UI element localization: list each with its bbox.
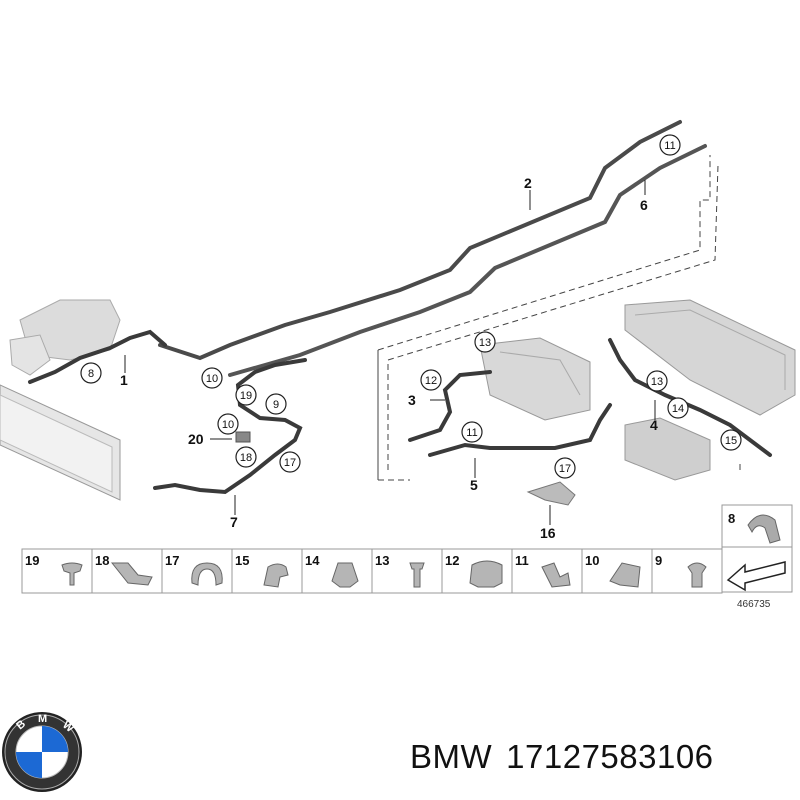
legend-cell-number: 14 xyxy=(305,553,320,568)
callout-17-a: 17 xyxy=(284,457,296,469)
legend-cell: 15 xyxy=(231,548,303,594)
legend-box-8: 8 xyxy=(721,504,793,548)
bmw-logo-icon: B M W xyxy=(2,712,82,792)
legend-cell-number: 13 xyxy=(375,553,389,568)
label-part-3: 3 xyxy=(408,392,416,408)
label-part-4: 4 xyxy=(650,417,658,433)
ev-battery-unit xyxy=(624,299,796,416)
legend-cell-number: 10 xyxy=(585,553,599,568)
legend-cell: 13 xyxy=(371,548,443,594)
callout-14: 14 xyxy=(672,403,684,415)
coolant-pipe-6 xyxy=(228,144,707,377)
legend-cell: 11 xyxy=(511,548,583,594)
coolant-pipe-1 xyxy=(28,329,167,384)
legend-cell: 14 xyxy=(301,548,373,594)
callout-9: 9 xyxy=(273,399,279,411)
legend-cell: 12 xyxy=(441,548,513,594)
legend-cell: 10 xyxy=(581,548,653,594)
legend-part-illustration xyxy=(263,563,289,588)
legend-part-illustration xyxy=(409,562,425,588)
legend-part-illustration xyxy=(191,562,223,586)
label-part-6: 6 xyxy=(640,197,648,213)
label-part-2: 2 xyxy=(524,175,532,191)
callout-10-b: 10 xyxy=(222,419,234,431)
legend-cell-number: 17 xyxy=(165,553,179,568)
legend-part-illustration xyxy=(110,562,153,586)
control-unit xyxy=(624,417,711,481)
legend-part-illustration xyxy=(61,562,83,586)
legend-cell-number: 15 xyxy=(235,553,249,568)
legend-cell-frame xyxy=(371,548,443,594)
coolant-pipe-5 xyxy=(428,403,612,457)
coolant-pipe-4 xyxy=(608,338,772,457)
label-part-5: 5 xyxy=(470,477,478,493)
legend-cell-number: 11 xyxy=(515,553,529,568)
legend-cell-number: 9 xyxy=(655,553,662,568)
callout-13-b: 13 xyxy=(651,376,663,388)
engine-component xyxy=(9,299,121,376)
heat-exchanger xyxy=(479,337,591,421)
legend-part-illustration xyxy=(541,562,571,588)
legend-cell: 19 xyxy=(21,548,93,594)
part-caption: BMW 17127583106 xyxy=(410,738,728,776)
callout-circles xyxy=(80,134,742,479)
label-part-16: 16 xyxy=(540,525,556,541)
coolant-pipe-3 xyxy=(408,370,492,442)
caption-part-number: 17127583106 xyxy=(506,738,714,775)
legend-part-illustration xyxy=(469,560,503,588)
caption-brand: BMW xyxy=(410,738,493,775)
legend-cell-number: 12 xyxy=(445,553,459,568)
callout-15: 15 xyxy=(725,435,737,447)
radiator xyxy=(0,384,121,501)
legend-box-8-number: 8 xyxy=(728,511,735,526)
callout-18: 18 xyxy=(240,452,252,464)
dashed-group-boundary xyxy=(377,155,741,481)
legend-cell-frame xyxy=(651,548,723,594)
legend-part-illustration xyxy=(609,562,641,588)
callout-19: 19 xyxy=(240,390,252,402)
label-part-7: 7 xyxy=(230,514,238,530)
callout-13-a: 13 xyxy=(479,337,491,349)
legend-cell: 9 xyxy=(651,548,723,594)
callout-11-b: 11 xyxy=(466,427,477,439)
label-part-1: 1 xyxy=(120,372,128,388)
callout-8: 8 xyxy=(88,368,94,380)
arrow-box xyxy=(721,546,793,593)
leader-lines xyxy=(124,180,656,525)
callout-10-a: 10 xyxy=(206,373,218,385)
callout-17-b: 17 xyxy=(559,463,571,475)
svg-text:M: M xyxy=(38,713,47,725)
callout-12: 12 xyxy=(425,375,437,387)
legend-part-illustration xyxy=(687,562,707,588)
parts-legend-row: 19 18 17 15 14 13 12 11 10 9 xyxy=(21,548,723,594)
reference-number: 466735 xyxy=(737,599,771,610)
coolant-pipe-7 xyxy=(153,358,307,495)
callout-11-a: 11 xyxy=(664,140,675,152)
bracket-16 xyxy=(526,481,576,506)
legend-cell-number: 18 xyxy=(95,553,109,568)
plate-20 xyxy=(235,431,251,443)
legend-cell-number: 19 xyxy=(25,553,39,568)
legend-part-illustration xyxy=(331,562,359,588)
legend-cell: 17 xyxy=(161,548,233,594)
legend-cell: 18 xyxy=(91,548,163,594)
label-part-20: 20 xyxy=(188,431,204,447)
coolant-pipe-2 xyxy=(158,120,682,361)
